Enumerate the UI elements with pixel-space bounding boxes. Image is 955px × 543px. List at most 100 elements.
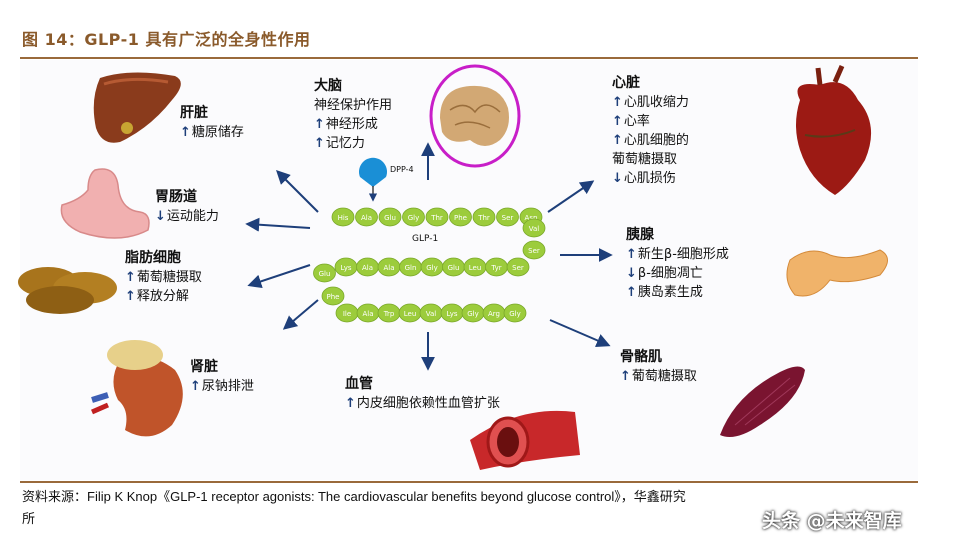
effect-text: 胰岛素生成 (637, 285, 703, 300)
up-arrow-icon: ↑ (626, 247, 637, 262)
pancreas-effects: ↑新生β-细胞形成↓β-细胞凋亡↑胰岛素生成 (626, 245, 729, 302)
vessel-block: 血管 ↑内皮细胞依赖性血管扩张 (345, 375, 500, 413)
kidney-image (90, 340, 183, 437)
liver-title: 肝脏 (180, 105, 208, 121)
effect-text: 神经形成 (325, 117, 378, 132)
amino-acid-bead (449, 207, 472, 227)
effect-text: 心肌收缩力 (623, 95, 689, 110)
amino-acid-bead (522, 218, 546, 238)
amino-acid-label: Ala (362, 310, 373, 318)
muscle-effects: ↑葡萄糖摄取 (620, 367, 697, 386)
effect-line: ↓β-细胞凋亡 (626, 264, 729, 283)
amino-acid-bead (522, 240, 546, 260)
effect-line: ↑记忆力 (314, 134, 392, 153)
effect-text: 葡萄糖摄取 (612, 152, 678, 167)
effect-line: ↑释放分解 (125, 287, 202, 306)
amino-acid-label: Ala (361, 214, 372, 222)
amino-acid-label: Thr (430, 214, 443, 222)
source-note: 资料来源：Filip K Knop《GLP-1 receptor agonist… (22, 489, 686, 504)
effect-text: 心肌损伤 (623, 171, 676, 186)
amino-acid-label: Lys (340, 264, 351, 272)
effect-line: ↓运动能力 (155, 207, 219, 226)
effect-line: ↓心肌损伤 (612, 169, 689, 188)
effect-line: ↑内皮细胞依赖性血管扩张 (345, 394, 500, 413)
effect-text: 葡萄糖摄取 (631, 369, 697, 384)
effect-line: ↑心肌细胞的 (612, 131, 689, 150)
amino-acid-label: Gly (426, 264, 438, 272)
up-arrow-icon: ↑ (125, 270, 136, 285)
dpp4-enzyme (359, 157, 388, 202)
amino-acid-label: Leu (404, 310, 417, 318)
up-arrow-icon: ↑ (314, 136, 325, 151)
up-arrow-icon: ↑ (125, 289, 136, 304)
amino-acid-bead (355, 207, 378, 227)
down-arrow-icon: ↓ (155, 209, 166, 224)
up-arrow-icon: ↑ (612, 114, 623, 129)
amino-acid-label: Glu (448, 264, 460, 272)
adipose-block: 脂肪细胞 ↑葡萄糖摄取↑释放分解 (125, 249, 202, 306)
brain-title: 大脑 (314, 78, 342, 94)
vessel-image (470, 410, 580, 470)
amino-acid-bead (321, 286, 345, 306)
source-note-end: 所 (22, 512, 36, 527)
vessel-effects: ↑内皮细胞依赖性血管扩张 (345, 394, 500, 413)
amino-acid-label: Lys (446, 310, 457, 318)
glp1-label: GLP-1 (412, 234, 438, 244)
heart-effects: ↑心肌收缩力↑心率↑心肌细胞的葡萄糖摄取↓心肌损伤 (612, 93, 689, 188)
amino-acid-bead (313, 263, 336, 283)
effect-text: 新生β-细胞形成 (637, 247, 729, 262)
up-arrow-icon: ↑ (612, 95, 623, 110)
effect-line: ↑新生β-细胞形成 (626, 245, 729, 264)
amino-acid-label: Ser (528, 247, 540, 255)
effect-line: ↑胰岛素生成 (626, 283, 729, 302)
effect-line: ↑糖原储存 (180, 123, 244, 142)
amino-acid-label: Gly (467, 310, 479, 318)
effect-line: 葡萄糖摄取 (612, 150, 689, 169)
adipose-image (18, 267, 117, 314)
heart-title: 心脏 (612, 75, 640, 91)
amino-acid-label: His (338, 214, 349, 222)
amino-acid-label: Asp (525, 214, 538, 222)
kidney-block: 肾脏 ↑尿钠排泄 (190, 358, 254, 396)
effect-line: ↑心率 (612, 112, 689, 131)
pancreas-block: 胰腺 ↑新生β-细胞形成↓β-细胞凋亡↑胰岛素生成 (626, 226, 729, 302)
effect-text: 心率 (623, 114, 650, 129)
amino-acid-bead (378, 207, 402, 227)
amino-acid-label: Phe (327, 293, 340, 301)
up-arrow-icon: ↑ (612, 133, 623, 148)
liver-image (93, 72, 181, 143)
effect-line: ↑心肌收缩力 (612, 93, 689, 112)
effect-text: 心肌细胞的 (623, 133, 689, 148)
stomach-image (60, 168, 150, 239)
amino-acid-label: Tyr (490, 264, 501, 272)
effect-text: 内皮细胞依赖性血管扩张 (356, 396, 500, 411)
amino-acid-label: Gly (509, 310, 521, 318)
liver-effects: ↑糖原储存 (180, 123, 244, 142)
down-arrow-icon: ↓ (626, 266, 637, 281)
amino-acid-label: Ile (343, 310, 351, 318)
muscle-title: 骨骼肌 (620, 349, 662, 365)
amino-acid-bead (496, 207, 519, 227)
down-arrow-icon: ↓ (612, 171, 623, 186)
amino-acid-label: Ala (362, 264, 373, 272)
amino-acid-label: Arg (488, 310, 500, 318)
dpp4-label: DPP-4 (390, 165, 414, 174)
title-rule (20, 57, 918, 59)
muscle-block: 骨骼肌 ↑葡萄糖摄取 (620, 348, 697, 386)
amino-acid-bead (425, 207, 449, 227)
amino-acid-bead (331, 207, 355, 227)
gi-block: 胃肠道 ↓运动能力 (155, 188, 219, 226)
effect-text: β-细胞凋亡 (637, 266, 703, 281)
liver-block: 肝脏 ↑糖原储存 (180, 104, 244, 142)
figure-title: 图 14：GLP-1 具有广泛的全身性作用 (22, 30, 311, 49)
effect-line: ↑神经形成 (314, 115, 392, 134)
brain-block: 大脑 神经保护作用↑神经形成↑记忆力 (314, 77, 392, 153)
kidney-effects: ↑尿钠排泄 (190, 377, 254, 396)
effect-arrows (245, 142, 613, 371)
amino-acid-label: Ser (512, 264, 524, 272)
amino-acid-bead (503, 303, 527, 323)
up-arrow-icon: ↑ (626, 285, 637, 300)
adipose-title: 脂肪细胞 (125, 250, 181, 266)
